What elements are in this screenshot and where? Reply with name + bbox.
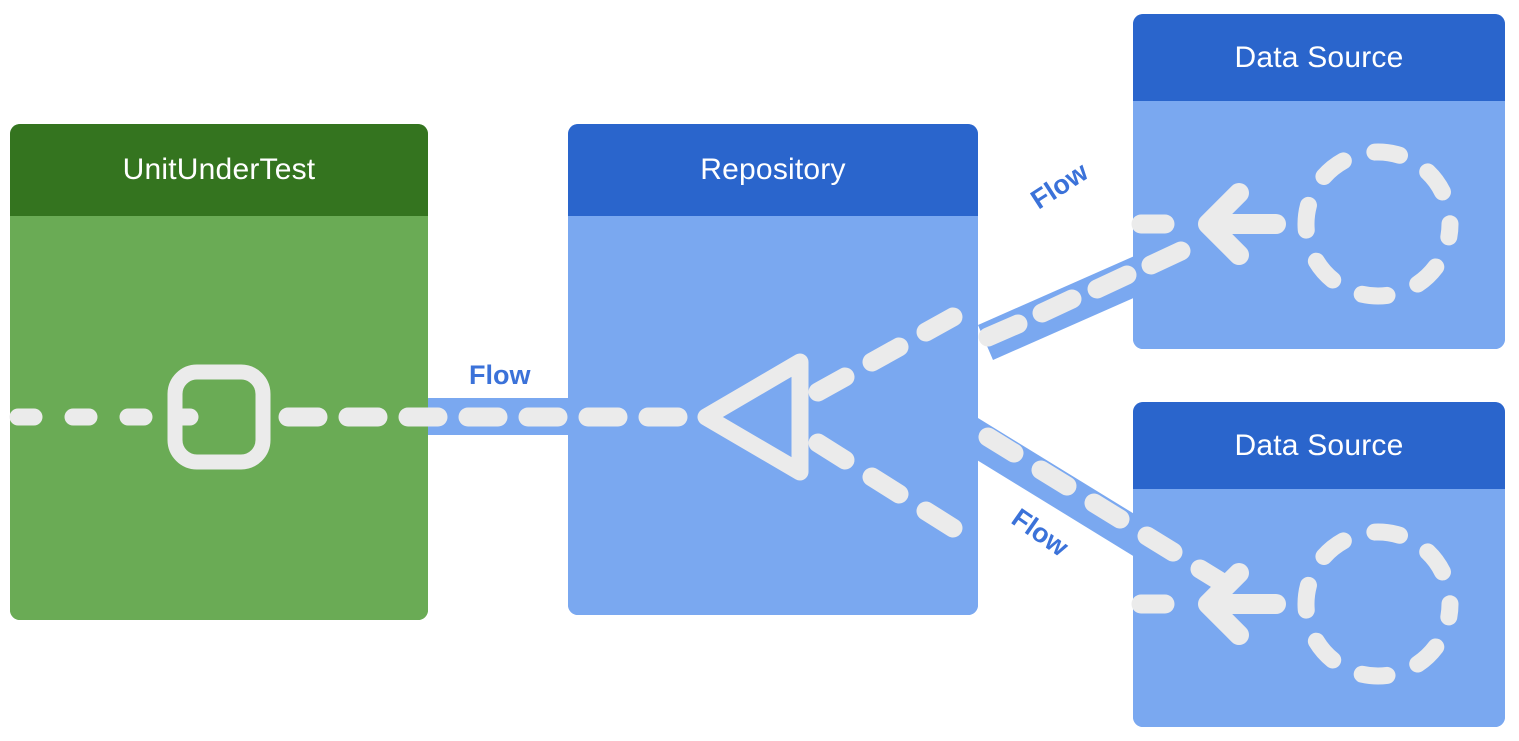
- arrow-left-icon: [1198, 183, 1286, 265]
- node-data-source-top-title: Data Source: [1234, 40, 1404, 74]
- node-unit-under-test-header: UnitUnderTest: [10, 124, 428, 216]
- flow-dash: [808, 367, 855, 402]
- flow-dash: [1084, 493, 1130, 529]
- node-repository-title: Repository: [700, 153, 846, 186]
- flow-dash: [978, 314, 1028, 347]
- node-repository-header: Repository: [568, 124, 978, 216]
- dashed-circle-icon: [1297, 523, 1459, 685]
- flow-dash: [1031, 460, 1077, 496]
- dashed-circle-icon: [1297, 143, 1459, 305]
- flow-dash: [862, 467, 909, 504]
- node-data-source-bottom-header: Data Source: [1133, 402, 1505, 489]
- flow-dash: [1032, 289, 1082, 323]
- node-data-source-top-header: Data Source: [1133, 14, 1505, 101]
- flow-dash: [808, 433, 855, 470]
- flow-dash: [916, 501, 963, 538]
- node-repository[interactable]: Repository: [568, 124, 978, 615]
- flow-dash: [916, 307, 963, 342]
- flow-label-main: Flow: [463, 360, 537, 391]
- node-unit-under-test-title: UnitUnderTest: [122, 153, 316, 186]
- node-data-source-bottom[interactable]: Data Source: [1133, 402, 1505, 727]
- node-data-source-bottom-title: Data Source: [1234, 428, 1404, 462]
- rounded-square-icon: [167, 364, 271, 470]
- node-repository-body: [568, 216, 978, 615]
- play-triangle-left-icon: [697, 353, 809, 481]
- flow-dash: [1141, 241, 1191, 275]
- flow-dash: [1087, 265, 1137, 299]
- arrow-left-icon: [1198, 563, 1286, 645]
- flow-dash: [978, 427, 1024, 463]
- flow-dash: [1137, 526, 1183, 562]
- flow-dash: [862, 337, 909, 372]
